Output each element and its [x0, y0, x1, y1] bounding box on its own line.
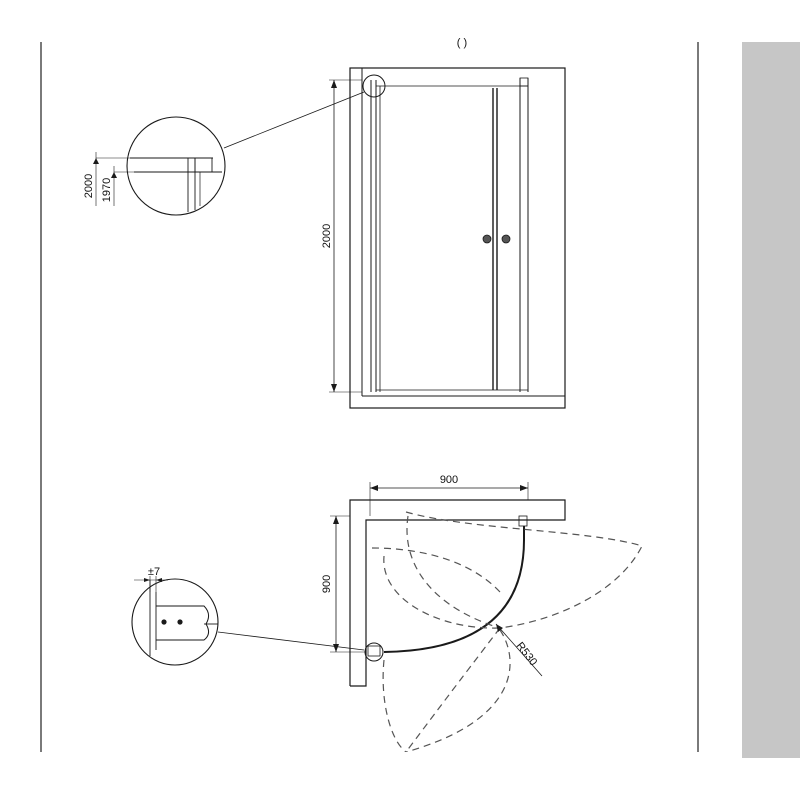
header-fragment: ( ) — [457, 37, 467, 49]
page-bottom-gap — [0, 752, 800, 800]
plan-width-dimension — [369, 482, 529, 516]
scrollbar-track[interactable] — [742, 42, 800, 758]
plan-depth-dimension — [330, 515, 366, 653]
front-height-label: 2000 — [321, 224, 333, 248]
plan-view — [217, 499, 566, 687]
front-height-dimension — [329, 79, 362, 393]
plan-width-label: 900 — [440, 474, 458, 486]
tolerance-label: ±7 — [148, 566, 160, 578]
radius-leader — [495, 623, 543, 677]
door-knob-left — [482, 234, 492, 244]
door-knob-right — [501, 234, 511, 244]
front-outer-frame — [349, 67, 566, 409]
radius-label: R530 — [514, 640, 540, 668]
plan-walls — [349, 499, 566, 687]
front-detail-marker — [362, 74, 386, 98]
detail-outer-height-label: 2000 — [83, 174, 95, 198]
front-elevation — [223, 67, 566, 409]
plan-depth-label: 900 — [321, 575, 333, 593]
door-swing-arcs — [371, 511, 643, 753]
detail-inner-height-label: 1970 — [101, 178, 113, 202]
plan-detail-magnifier — [131, 576, 219, 666]
curved-door-panel — [383, 526, 525, 653]
front-detail-magnifier — [93, 116, 226, 216]
